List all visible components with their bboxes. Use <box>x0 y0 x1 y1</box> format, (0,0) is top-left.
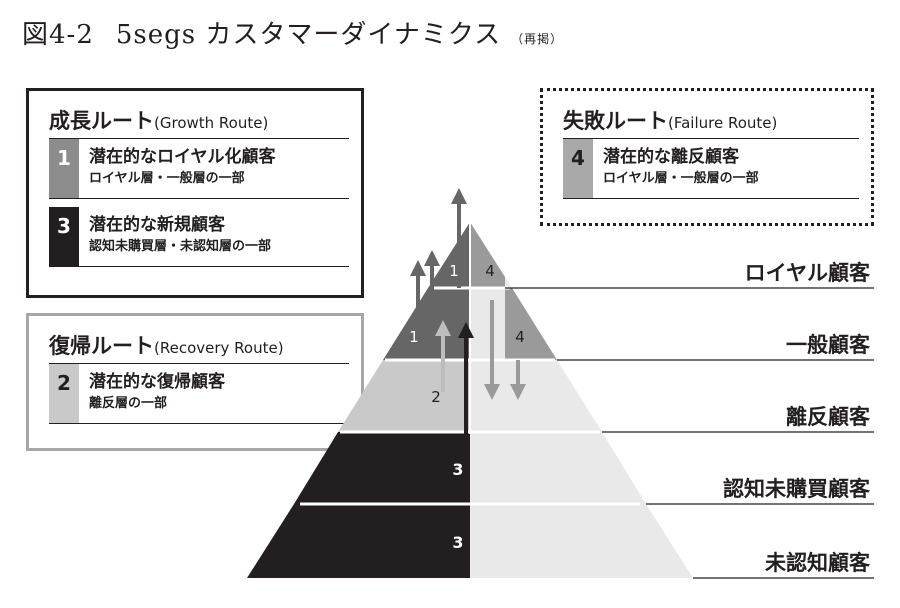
segment-main-label: 潜在的なロイヤル化顧客 <box>89 147 276 167</box>
pyramid-tier-lapsed-left <box>338 360 470 432</box>
failure-segment-wedge <box>470 222 505 288</box>
recovery-title-rule <box>49 363 349 364</box>
segment-main-label: 潜在的な復帰顧客 <box>89 372 225 392</box>
failure-route-title-ja: 失敗ルート <box>563 109 668 133</box>
segment-number-badge: 1 <box>49 139 79 199</box>
failure-segment-4: 4 潜在的な離反顧客 ロイヤル層・一般層の一部 <box>563 139 859 199</box>
failure-route-title: 失敗ルート(Failure Route) <box>563 105 777 135</box>
growth-title-rule <box>49 138 349 139</box>
segment-sub-label: 認知未購買層・未認知層の一部 <box>89 239 272 254</box>
growth-route-box: 成長ルート(Growth Route) 1 潜在的なロイヤル化顧客 ロイヤル層・… <box>26 88 364 298</box>
segment-divider <box>49 423 349 424</box>
pyramid-marker-1-general: 1 <box>409 328 419 346</box>
pyramid-marker-4-loyal: 4 <box>485 262 495 280</box>
segment-divider <box>49 198 349 199</box>
segment-main-label: 潜在的な新規顧客 <box>89 215 225 235</box>
segment-number-badge: 4 <box>563 139 593 199</box>
figure-note: （再掲） <box>511 32 564 46</box>
growth-segment-1: 1 潜在的なロイヤル化顧客 ロイヤル層・一般層の一部 <box>49 139 349 199</box>
level-label-loyal: ロイヤル顧客 <box>745 261 871 285</box>
pyramid-marker-2-lapsed: 2 <box>431 388 441 406</box>
figure-number: 図4-2 <box>22 20 94 50</box>
pyramid-tier-unaware-right <box>470 504 693 578</box>
figure-title-text: 5segs カスタマーダイナミクス <box>115 20 502 50</box>
segment-sub-label: 離反層の一部 <box>89 396 168 411</box>
growth-route-title: 成長ルート(Growth Route) <box>49 105 268 135</box>
segment-divider <box>563 198 859 199</box>
failure-route-title-en: (Failure Route) <box>668 114 778 132</box>
level-label-lapsed: 離反顧客 <box>786 405 871 429</box>
segment-number-badge: 2 <box>49 364 79 424</box>
pyramid-marker-4-general: 4 <box>515 328 525 346</box>
pyramid-tier-unaware-left <box>247 504 470 578</box>
segment-number-badge: 3 <box>49 207 79 267</box>
recovery-route-title-ja: 復帰ルート <box>49 334 154 358</box>
segment-sub-label: ロイヤル層・一般層の一部 <box>603 171 759 186</box>
segment-main-label: 潜在的な離反顧客 <box>603 147 739 167</box>
failure-title-rule <box>563 138 859 139</box>
pyramid-tier-aware-left <box>294 432 470 504</box>
pyramid-marker-1-loyal: 1 <box>449 262 459 280</box>
growth-route-title-ja: 成長ルート <box>49 109 154 133</box>
pyramid-marker-3-aware: 3 <box>452 460 463 479</box>
segment-sub-label: ロイヤル層・一般層の一部 <box>89 171 245 186</box>
level-label-general: 一般顧客 <box>786 333 871 357</box>
growth-route-title-en: (Growth Route) <box>154 114 269 132</box>
recovery-route-box: 復帰ルート(Recovery Route) 2 潜在的な復帰顧客 離反層の一部 <box>26 313 364 451</box>
growth-segment-3: 3 潜在的な新規顧客 認知未購買層・未認知層の一部 <box>49 207 349 267</box>
recovery-segment-2: 2 潜在的な復帰顧客 離反層の一部 <box>49 364 349 424</box>
segment-divider <box>49 266 349 267</box>
pyramid-tier-aware-right <box>470 432 646 504</box>
pyramid-tier-general-left <box>383 288 470 360</box>
figure-title: 図4-2 5segs カスタマーダイナミクス （再掲） <box>22 14 563 51</box>
recovery-route-title: 復帰ルート(Recovery Route) <box>49 330 284 360</box>
level-label-aware: 認知未購買顧客 <box>723 477 871 501</box>
failure-route-box: 失敗ルート(Failure Route) 4 潜在的な離反顧客 ロイヤル層・一般… <box>540 88 874 226</box>
level-label-unaware: 未認知顧客 <box>765 551 871 575</box>
failure-segment-wedge <box>505 288 557 360</box>
recovery-route-title-en: (Recovery Route) <box>154 339 284 357</box>
pyramid-tier-lapsed-right <box>470 360 602 432</box>
pyramid-marker-3-unaware: 3 <box>452 533 463 552</box>
